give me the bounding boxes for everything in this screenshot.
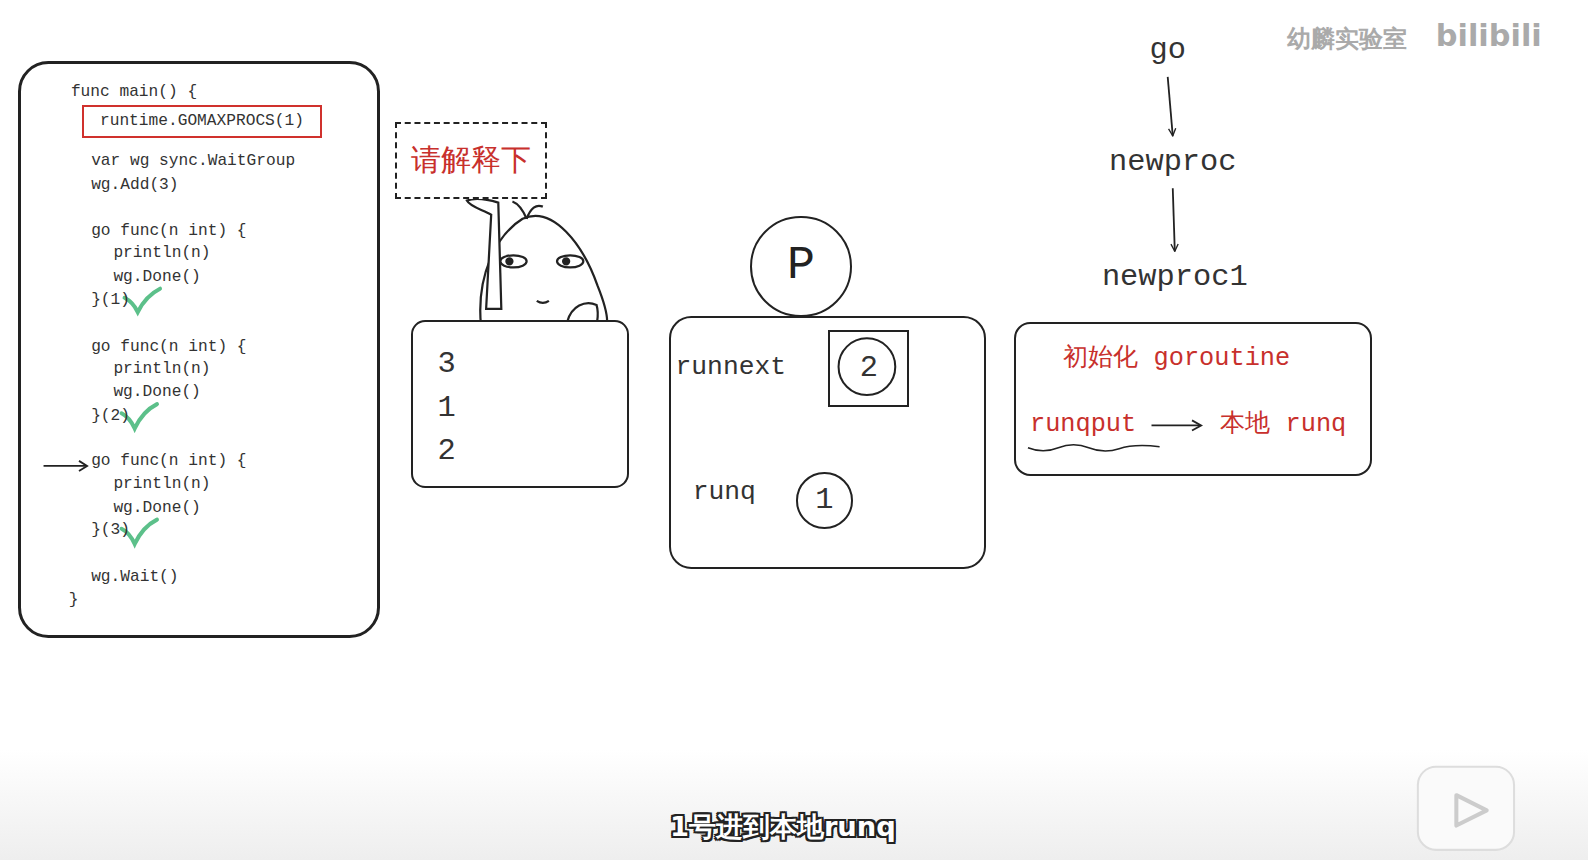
- node-text: }(2): [91, 407, 130, 426]
- node-text: 3: [438, 346, 456, 382]
- processor-box: runnext runq 2 1: [669, 316, 986, 569]
- call-step: newproc1: [1098, 257, 1252, 297]
- watermark: 幼麟实验室: [1287, 24, 1407, 53]
- newproc1-box: 初始化 goroutine runqput 本地 runq: [1014, 322, 1373, 476]
- runnext-slot: 2: [828, 330, 909, 407]
- processor-circle: P: [750, 216, 851, 317]
- call-arrow: [1173, 188, 1175, 251]
- call-arrow: [1168, 77, 1173, 136]
- output-box: 3 1 2: [411, 320, 629, 488]
- node-text: wg.Add(3): [91, 176, 178, 195]
- step-label: go: [1149, 33, 1185, 67]
- node-text: println(n): [113, 475, 210, 494]
- node-text: wg.Done(): [113, 499, 200, 518]
- call-step: newproc: [1105, 142, 1241, 182]
- node-text: runqput: [1030, 410, 1136, 440]
- wavy-underline: [1028, 445, 1160, 451]
- node-text: wg.Wait(): [91, 568, 178, 587]
- node-text: 2: [438, 433, 456, 469]
- node-text: go func(n int) {: [91, 222, 246, 241]
- node-text: go func(n int) {: [91, 338, 246, 357]
- cartoon-character: [467, 199, 607, 336]
- node-text: println(n): [113, 360, 210, 379]
- code-box: func main() { var wg sync.WaitGroup wg.Add…: [18, 61, 380, 638]
- node-text: wg.Done(): [113, 383, 200, 402]
- step-label: newproc1: [1102, 260, 1248, 294]
- node-text: go func(n int) {: [91, 452, 246, 471]
- play-button: [1418, 767, 1514, 850]
- step-label: newproc: [1109, 145, 1237, 179]
- node-text: 1: [438, 390, 456, 426]
- node-text: println(n): [113, 244, 210, 263]
- node-label: 1: [815, 482, 833, 518]
- node-label: runtime.GOMAXPROCS(1): [100, 112, 304, 131]
- node-text: 初始化 goroutine: [1063, 344, 1290, 374]
- node-label: 2: [860, 350, 878, 386]
- subtitle: 1号进到本地runq: [670, 811, 896, 844]
- node-label: 请解释下: [411, 142, 531, 178]
- node-text: }(1): [91, 291, 130, 310]
- queue-circle: [839, 338, 896, 395]
- pointer-arrow: [44, 461, 88, 471]
- node-text: }: [69, 591, 79, 610]
- node-text: }(3): [91, 521, 130, 540]
- watermark: bilibili: [1436, 18, 1542, 54]
- highlight-box: runtime.GOMAXPROCS(1): [82, 105, 322, 137]
- runqput-arrow: [1152, 420, 1202, 430]
- node-text: wg.Done(): [113, 268, 200, 287]
- bottom-band: [0, 750, 1588, 860]
- node-text: var wg sync.WaitGroup: [91, 152, 295, 171]
- node-text: func main() {: [71, 83, 197, 102]
- goroutine-circle: 1: [796, 472, 853, 529]
- node-label: P: [787, 238, 815, 294]
- call-step: go: [1145, 30, 1189, 70]
- node-text: runq: [693, 477, 756, 509]
- node-text: 本地 runq: [1220, 410, 1346, 440]
- question-sign: 请解释下: [395, 122, 547, 200]
- node-text: runnext: [675, 352, 786, 384]
